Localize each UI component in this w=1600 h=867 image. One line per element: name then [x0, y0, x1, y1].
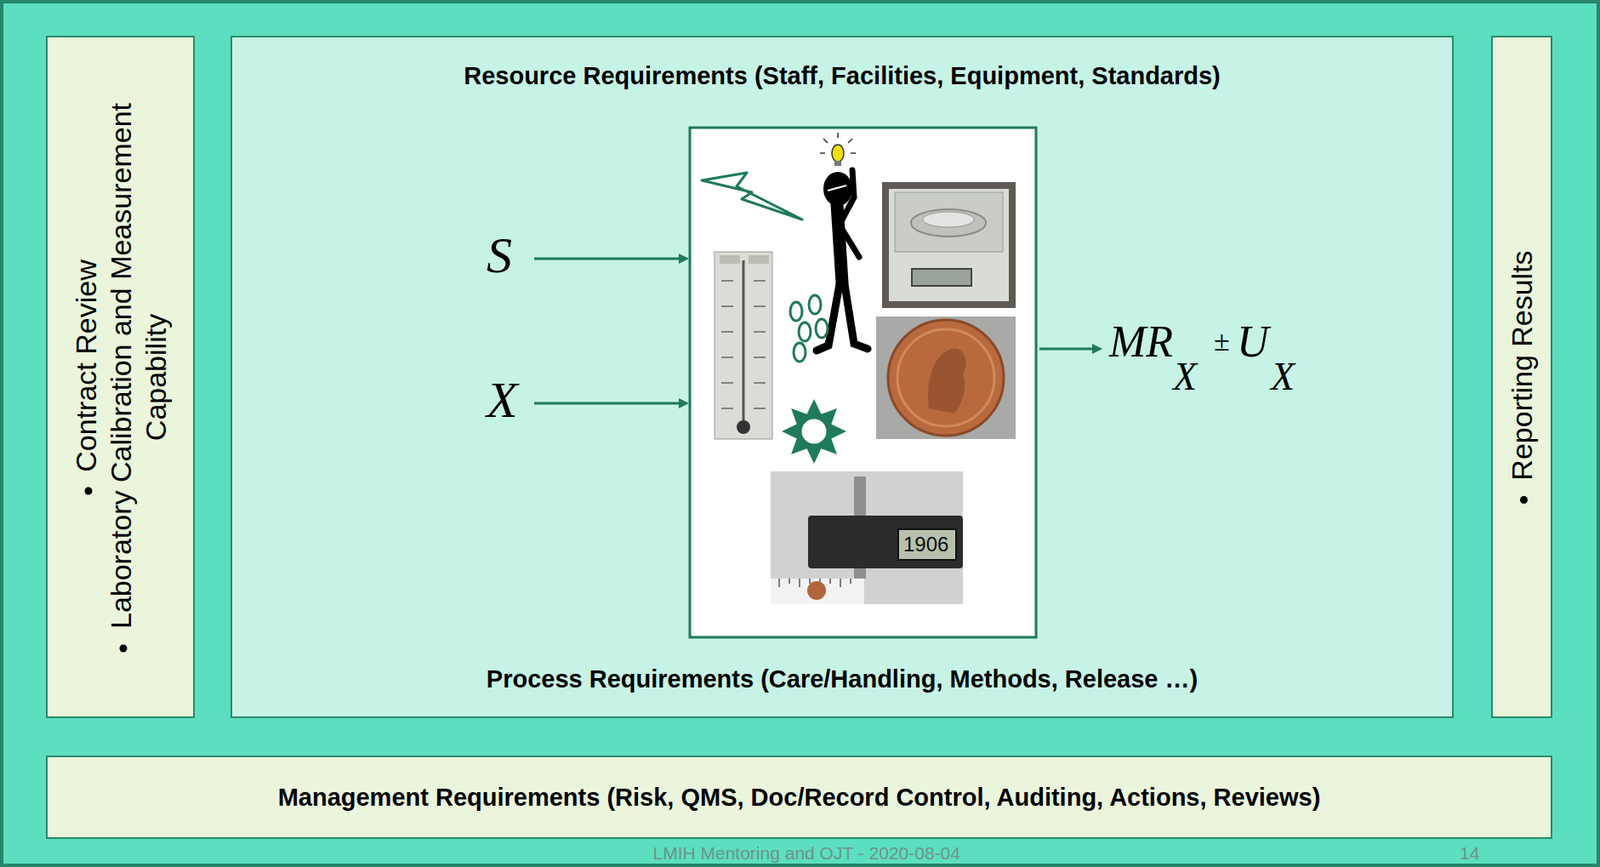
stick-figure	[816, 170, 868, 351]
thermometer-photo-part	[742, 260, 746, 424]
subscript: X	[1172, 357, 1197, 397]
bullet-dot	[84, 486, 92, 495]
thermometer-photo	[714, 251, 773, 439]
thermometer-photo-part	[748, 255, 769, 264]
stick-figure-part	[843, 279, 868, 349]
input-arrow-s	[534, 253, 689, 264]
caliper-photo-part	[770, 471, 963, 604]
balance-photo-part	[882, 182, 1016, 308]
light-bulb	[819, 132, 856, 166]
stick-figure-part	[816, 279, 841, 351]
sun-symbol-part	[781, 398, 847, 464]
penny-photo-part	[876, 316, 1016, 439]
bullet-text: Reporting Results	[1505, 250, 1538, 480]
picture-frame	[689, 127, 1037, 638]
penny-photo	[876, 316, 1016, 439]
input-arrow-s-part	[534, 257, 681, 261]
thermometer-photo-part	[736, 420, 751, 434]
light-bulb-part	[834, 160, 842, 166]
light-bulb-part	[831, 144, 844, 162]
input-symbol: S	[486, 229, 513, 281]
thermometer-photo-part	[719, 255, 741, 264]
bullet-dot	[1520, 495, 1528, 504]
bullet-text: Contract Review	[68, 259, 102, 472]
input-arrow-x	[534, 398, 689, 409]
side-panel: Reporting Results	[1491, 35, 1553, 718]
stick-figure-part	[840, 170, 855, 223]
thermometer-photo-part	[714, 251, 773, 439]
balance-photo-part	[894, 192, 1003, 252]
subscript: X	[1270, 357, 1295, 397]
balance-photo-part	[911, 209, 986, 237]
rotated-text-holder: Reporting Results	[1492, 37, 1551, 717]
caliper-photo-part	[770, 578, 865, 604]
balance-photo-part	[911, 268, 972, 286]
text-stack: Contract ReviewLaboratory Calibration an…	[68, 51, 172, 703]
bullet-dot	[119, 643, 127, 652]
side-panel: Contract ReviewLaboratory Calibration an…	[45, 35, 195, 718]
bottom-band: Management Requirements (Risk, QMS, Doc/…	[45, 755, 1553, 839]
stick-figure-part	[827, 185, 847, 191]
balance-photo-part	[888, 188, 1009, 302]
output-arrow-part	[1039, 347, 1094, 351]
footer-text: LMIH Mentoring and OJT - 2020-08-04	[653, 843, 961, 862]
panel-heading: Process Requirements (Care/Handling, Met…	[232, 664, 1452, 695]
rotated-text-holder: Contract ReviewLaboratory Calibration an…	[47, 37, 194, 717]
balance-photo	[882, 182, 1016, 308]
caliper-photo-part	[807, 580, 826, 600]
thermometer-photo-part	[721, 280, 766, 409]
input-arrow-s-part	[678, 253, 689, 264]
penny-photo-part	[888, 319, 1004, 436]
input-arrow-x-part	[534, 402, 681, 405]
drop-ovals-part	[798, 322, 811, 342]
stick-figure-part	[840, 226, 860, 257]
drop-ovals-part	[815, 318, 828, 338]
display-reading: 1906	[903, 534, 949, 555]
bullet-item: Reporting Results	[1504, 51, 1540, 703]
drop-ovals	[790, 295, 828, 362]
text-stack: Reporting Results	[1504, 51, 1540, 703]
drop-ovals-part	[808, 295, 821, 314]
penny-photo-part	[928, 347, 967, 414]
result-symbol: MR	[1109, 319, 1173, 365]
sun-symbol-part	[800, 417, 828, 445]
uncertainty-symbol: U	[1236, 319, 1270, 365]
drop-ovals-part	[790, 301, 803, 321]
sun-symbol	[781, 398, 847, 464]
caliper-photo	[770, 471, 963, 604]
band-text: Management Requirements (Risk, QMS, Doc/…	[278, 782, 1321, 813]
input-arrow-x-part	[678, 398, 689, 409]
output-arrow	[1039, 343, 1103, 354]
lightning-bolt	[701, 172, 803, 220]
panel-heading: Resource Requirements (Staff, Facilities…	[232, 61, 1452, 92]
caliper-photo-part	[898, 529, 957, 560]
output-arrow-part	[1092, 343, 1103, 354]
light-bulb-part	[819, 132, 856, 154]
lightning-bolt-part	[701, 172, 803, 220]
page-number: 14	[1459, 843, 1480, 862]
caliper-photo-part	[808, 515, 963, 569]
bullet-text: Laboratory Calibration and Measurement C…	[103, 102, 171, 629]
bullet-item: Laboratory Calibration and Measurement C…	[102, 51, 173, 703]
plus-minus: ±	[1213, 326, 1230, 356]
input-symbol: X	[486, 374, 519, 426]
balance-photo-part	[922, 211, 974, 228]
drop-ovals-part	[793, 342, 806, 362]
bullet-item: Contract Review	[68, 51, 103, 703]
penny-photo-part	[897, 329, 995, 427]
